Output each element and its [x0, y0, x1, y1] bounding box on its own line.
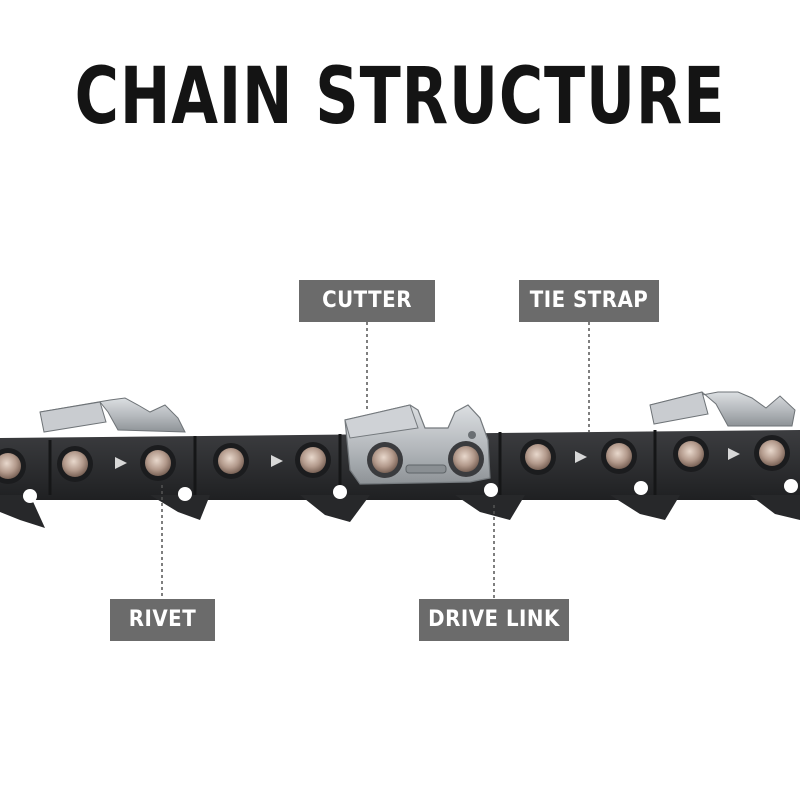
arrow-icon — [728, 448, 740, 460]
leader-lines — [161, 322, 590, 599]
page-title: CHAIN STRUCTURE — [74, 52, 726, 142]
rivet — [448, 441, 484, 477]
cutter-label: CUTTER — [299, 280, 435, 322]
rivet-label: RIVET — [110, 599, 215, 641]
arrow-icon — [575, 451, 587, 463]
rivet — [754, 435, 790, 471]
rivet — [601, 438, 637, 474]
rivets — [0, 435, 790, 484]
direction-arrows — [115, 448, 740, 469]
arrow-icon — [115, 457, 127, 469]
drive-link-label: DRIVE LINK — [419, 599, 569, 641]
rivet — [295, 442, 331, 478]
cutter-tooth — [649, 391, 796, 427]
cutter-tooth — [39, 397, 186, 433]
arrow-icon — [271, 455, 283, 467]
rivet — [367, 442, 403, 478]
tie-strap-label: TIE STRAP — [519, 280, 659, 322]
rivet — [213, 443, 249, 479]
rivet — [0, 448, 26, 484]
rivet — [57, 446, 93, 482]
rivet — [140, 445, 176, 481]
link-holes — [23, 479, 798, 503]
rivet — [673, 436, 709, 472]
rivet — [520, 439, 556, 475]
